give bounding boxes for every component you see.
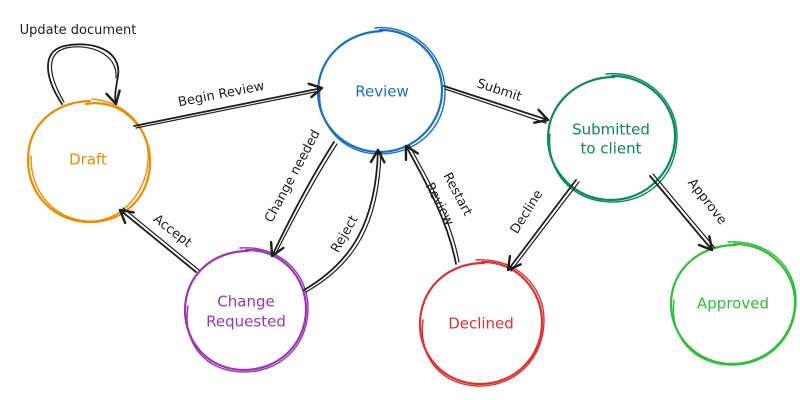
- draft-label: Draft: [69, 151, 107, 169]
- edge-label-reject: Reject: [328, 213, 361, 255]
- submitted-node: Submitted to client: [546, 72, 678, 203]
- edge-label-submit: Submit: [475, 76, 524, 105]
- edge-update-document: Update document: [20, 23, 137, 106]
- change-label-line1: Change: [217, 293, 274, 311]
- edge-label-update-document: Update document: [20, 23, 137, 38]
- change-label-line2: Requested: [206, 313, 286, 331]
- edge-submit: Submit: [443, 76, 550, 124]
- approved-node: Approved: [669, 241, 797, 366]
- edge-change-needed: Change needed: [262, 128, 338, 258]
- edge-begin-review: Begin Review: [133, 79, 324, 129]
- edge-approve: Approve: [649, 173, 729, 252]
- edge-label-begin-review: Begin Review: [177, 79, 266, 110]
- edge-decline: Decline: [506, 179, 580, 272]
- review-node: Review: [316, 26, 446, 155]
- edge-label-decline: Decline: [508, 188, 546, 237]
- edge-accept: Accept: [118, 207, 200, 273]
- change-requested-node: Change Requested: [183, 247, 309, 373]
- declined-node: Declined: [418, 259, 545, 387]
- submitted-label-line1: Submitted: [572, 121, 650, 139]
- edge-restart-review: Restart Review: [404, 144, 475, 265]
- review-label: Review: [355, 83, 409, 101]
- declined-label: Declined: [448, 315, 514, 333]
- submitted-label-line2: to client: [580, 140, 641, 158]
- draft-node: Draft: [26, 98, 152, 224]
- edge-label-change-needed: Change needed: [262, 128, 323, 226]
- approved-label: Approved: [697, 295, 769, 313]
- edge-label-accept: Accept: [150, 212, 194, 251]
